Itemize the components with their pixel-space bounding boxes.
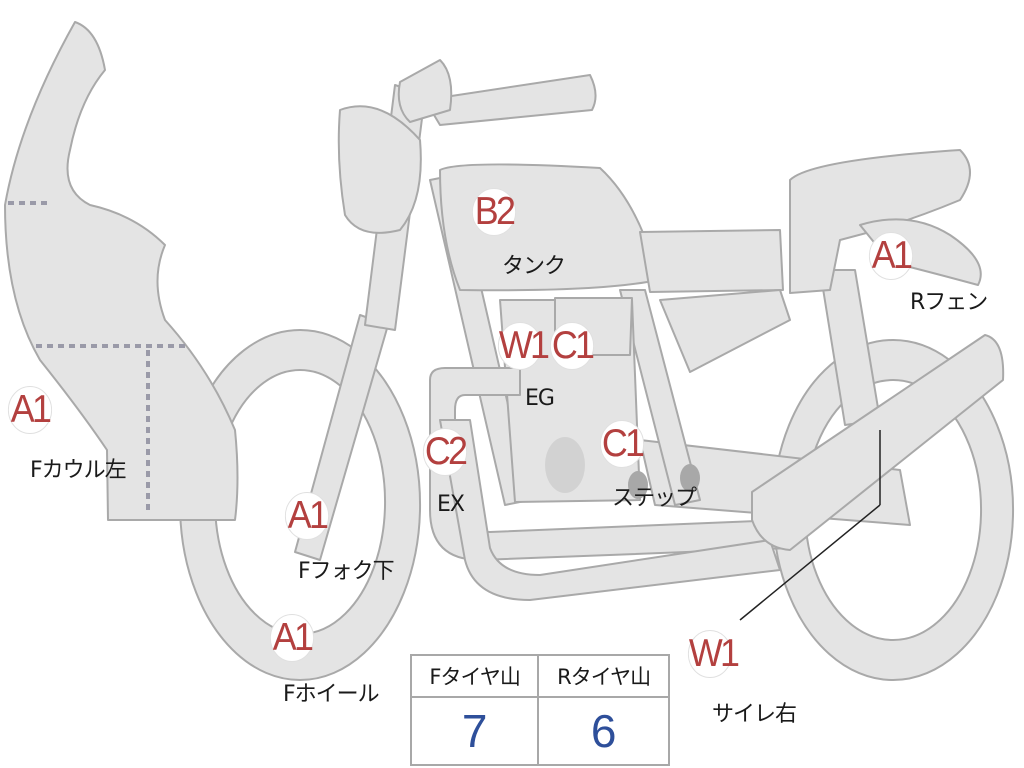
engine-cover bbox=[545, 437, 585, 493]
step-peg-left bbox=[628, 471, 648, 499]
part-label-ffork: Fフォク下 bbox=[298, 559, 395, 584]
rear-tire-header: Rタイヤ山 bbox=[537, 654, 670, 698]
rear-wheel bbox=[772, 339, 1015, 681]
exhaust-pipe-lower bbox=[439, 419, 781, 601]
grade-badge-silencer: W1 bbox=[687, 630, 740, 678]
headlight bbox=[337, 105, 422, 234]
part-label-eg: EG bbox=[525, 386, 555, 411]
part-label-tank: タンク bbox=[502, 254, 566, 279]
tail-cover bbox=[659, 289, 791, 373]
part-label-silencer: サイレ右 bbox=[712, 702, 797, 727]
part-label-fcowl: Fカウル左 bbox=[30, 458, 127, 483]
mirror bbox=[397, 59, 453, 123]
silencer-leader bbox=[739, 430, 881, 621]
part-label-ex: EX bbox=[437, 492, 465, 517]
part-label-rfender: Rフェン bbox=[910, 290, 988, 315]
tire-tread-table: Fタイヤ山 Rタイヤ山 7 6 bbox=[409, 654, 670, 766]
grade-badge-step: C1 bbox=[599, 420, 645, 468]
part-label-fwheel: Fホイール bbox=[283, 682, 380, 707]
grade-badge-ex: C2 bbox=[422, 428, 468, 476]
part-label-step: ステップ bbox=[612, 486, 697, 511]
side-cover bbox=[639, 229, 784, 293]
step-peg-right bbox=[680, 464, 700, 492]
rear-tire-value: 6 bbox=[537, 696, 670, 766]
handlebar bbox=[424, 74, 597, 126]
grade-badge-fcowl: A1 bbox=[7, 386, 53, 434]
front-tire-header: Fタイヤ山 bbox=[409, 654, 540, 698]
grade-badge-rfender: A1 bbox=[868, 232, 914, 280]
front-tire-value: 7 bbox=[409, 696, 540, 766]
muffler bbox=[751, 334, 1005, 551]
frame-rear-tube bbox=[619, 289, 701, 506]
grade-badge-eg-w1: W1 bbox=[497, 322, 550, 370]
front-cowl bbox=[4, 21, 239, 521]
grade-badge-eg-c1: C1 bbox=[549, 322, 595, 370]
grade-badge-tank: B2 bbox=[471, 188, 517, 236]
grade-badge-ffork: A1 bbox=[284, 492, 330, 540]
grade-badge-fwheel: A1 bbox=[269, 614, 315, 662]
